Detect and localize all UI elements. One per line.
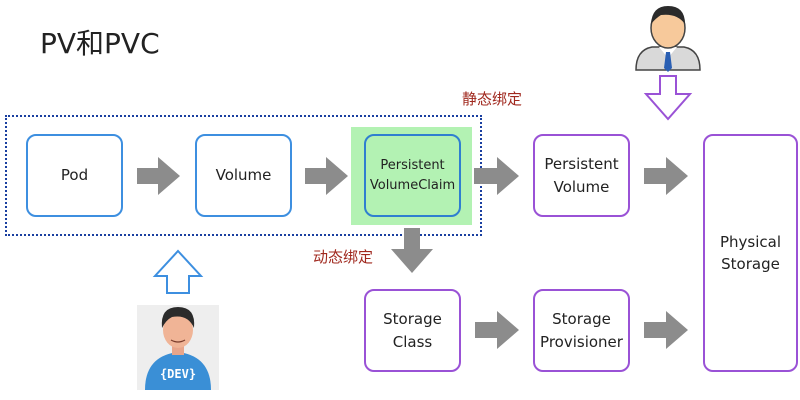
pod-box: Pod <box>26 134 123 217</box>
admin-user-icon <box>635 6 701 72</box>
dev-up-arrow-icon <box>152 249 204 294</box>
pod-label: Pod <box>60 166 89 185</box>
volume-label: Volume <box>215 166 272 185</box>
arrow-pod-to-volume <box>137 157 180 195</box>
storage-provisioner-box: Storage Provisioner <box>533 289 630 372</box>
arrow-pvc-to-pv <box>474 157 519 195</box>
dynamic-binding-label: 动态绑定 <box>313 248 374 266</box>
arrow-volume-to-pvc <box>305 157 348 195</box>
storage-provisioner-label: Storage Provisioner <box>540 310 623 351</box>
arrow-pvc-to-storage-class <box>391 228 433 273</box>
physical-storage-box: Physical Storage <box>703 134 798 372</box>
arrow-class-to-provisioner <box>475 311 519 349</box>
pvc-label: Persistent VolumeClaim <box>369 158 456 193</box>
static-binding-label: 静态绑定 <box>462 90 523 108</box>
arrow-provisioner-to-physical <box>644 311 688 349</box>
dev-badge: {DEV} <box>160 367 196 381</box>
pv-label: Persistent Volume <box>544 155 619 196</box>
physical-storage-label: Physical Storage <box>719 232 782 274</box>
pvc-box: Persistent VolumeClaim <box>364 134 461 217</box>
diagram-title: PV和PVC <box>40 27 160 60</box>
admin-down-arrow-icon <box>643 75 693 121</box>
developer-user-icon <box>137 305 219 390</box>
storage-class-box: Storage Class <box>364 289 461 372</box>
pv-box: Persistent Volume <box>533 134 630 217</box>
volume-box: Volume <box>195 134 292 217</box>
arrow-pv-to-physical <box>644 157 688 195</box>
storage-class-label: Storage Class <box>383 310 442 351</box>
